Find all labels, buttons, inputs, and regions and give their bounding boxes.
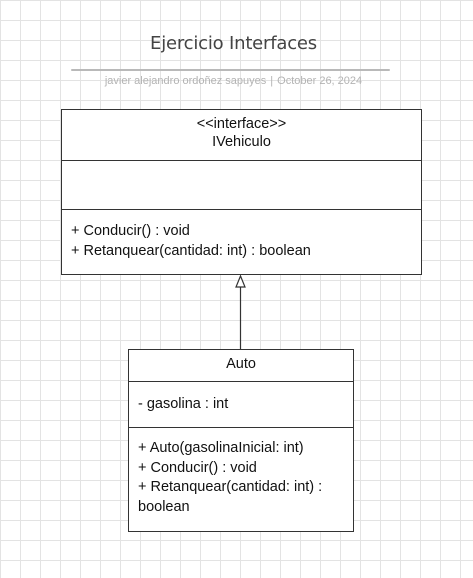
realization-arrowhead	[235, 274, 246, 288]
methods-compartment: + Auto(gasolinaInicial: int) + Conducir(…	[129, 428, 353, 517]
class-name: Auto	[226, 356, 256, 372]
author-name: javier alejandro ordoñez sapuyes	[104, 75, 267, 87]
class-header: <<interface>> IVehiculo	[62, 110, 421, 161]
attributes-compartment	[62, 161, 421, 210]
class-name: IVehiculo	[212, 134, 271, 150]
class-stereotype: <<interface>>	[196, 116, 287, 132]
diagram-date: October 26, 2024	[277, 75, 363, 87]
class-header: Auto	[129, 350, 353, 382]
method-item: + Retanquear(cantidad: int) : boolean	[71, 242, 311, 259]
method-item: + Retanquear(cantidad: int) : boolean	[138, 479, 323, 515]
diagram-title: Ejercicio Interfaces	[150, 33, 317, 54]
class-ivehiculo[interactable]: <<interface>> IVehiculo + Conducir() : v…	[61, 109, 422, 275]
class-auto[interactable]: Auto - gasolina : int + Auto(gasolinaIni…	[128, 349, 354, 532]
meta-separator: |	[270, 75, 274, 87]
method-item: + Auto(gasolinaInicial: int)	[138, 440, 304, 456]
diagram-meta: javier alejandro ordoñez sapuyes|October…	[0, 75, 467, 87]
title-divider	[71, 69, 390, 71]
attribute-item: - gasolina : int	[138, 396, 229, 412]
attributes-compartment: - gasolina : int	[129, 382, 353, 428]
method-item: + Conducir() : void	[138, 459, 257, 476]
method-item: + Conducir() : void	[71, 223, 190, 239]
methods-compartment: + Conducir() : void + Retanquear(cantida…	[62, 210, 421, 261]
